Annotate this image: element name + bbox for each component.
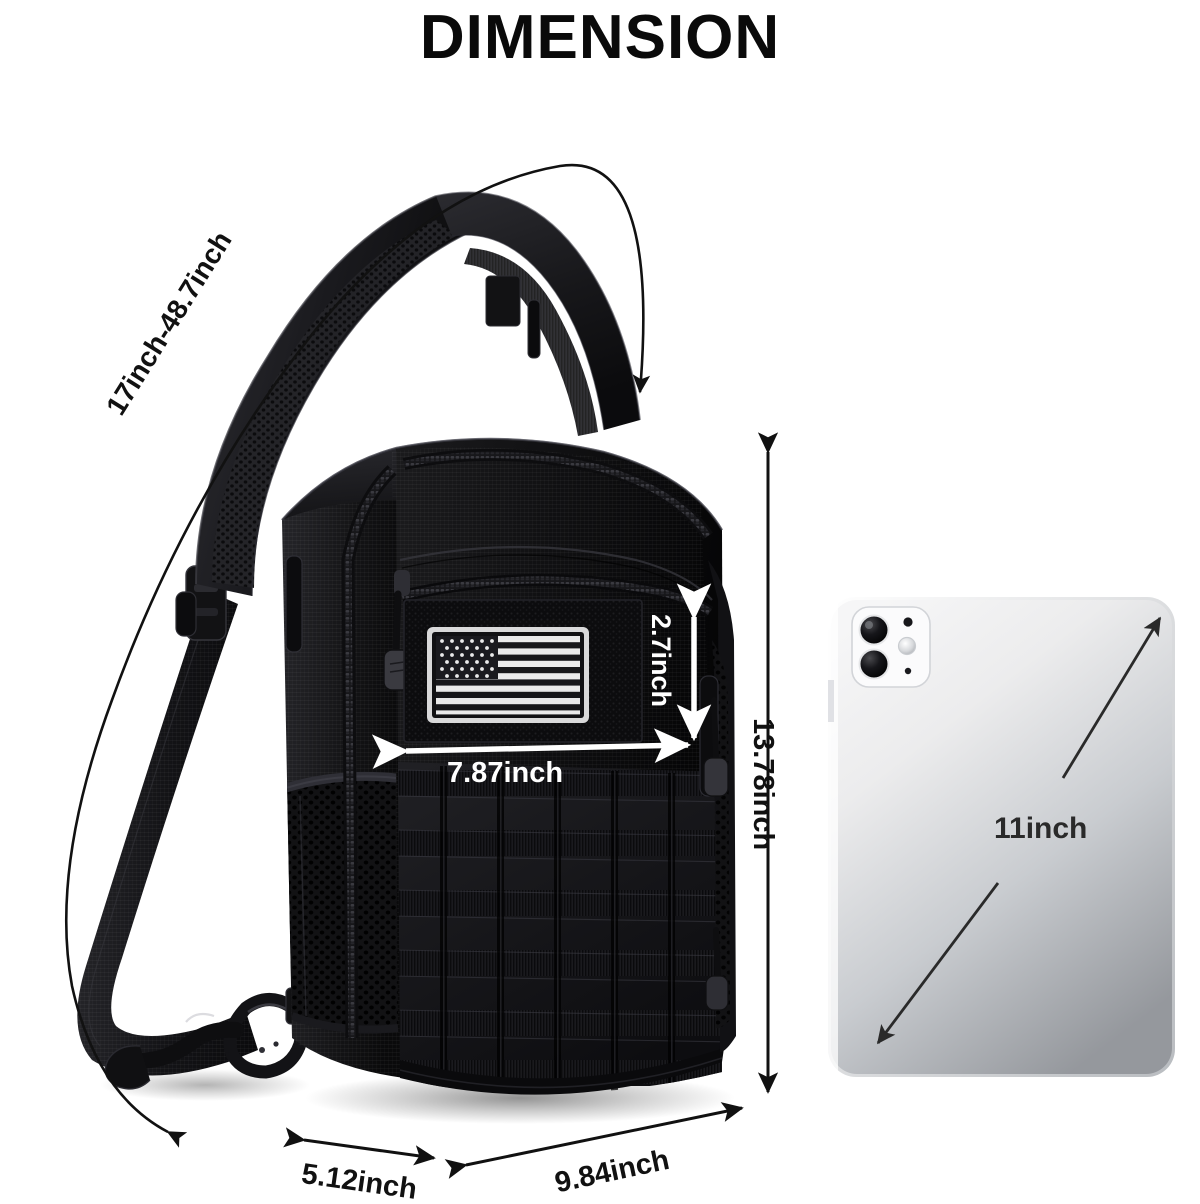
- panel-height-label: 2.7inch: [646, 614, 676, 708]
- bag-height-label: 13.78inch: [747, 718, 779, 851]
- camera-sensor: [904, 667, 912, 675]
- camera-flash: [897, 636, 917, 656]
- panel-width-label: 7.87inch: [447, 757, 564, 789]
- camera-lens-lower: [858, 648, 890, 680]
- shoulder-strap-upper: [435, 191, 641, 436]
- webbing-strap: [77, 590, 258, 1076]
- side-zipper-pull-lower: [705, 927, 729, 1011]
- side-zipper-pull: [703, 697, 729, 797]
- camera-lens-upper: [858, 614, 890, 646]
- tablet-camera-module: [851, 606, 931, 688]
- molle-webbing: [398, 762, 722, 1093]
- camera-microphone: [903, 617, 913, 627]
- flag-patch: [427, 627, 589, 723]
- tablet-diagonal-label: 11inch: [994, 812, 1088, 845]
- page-title: DIMENSION: [419, 3, 781, 72]
